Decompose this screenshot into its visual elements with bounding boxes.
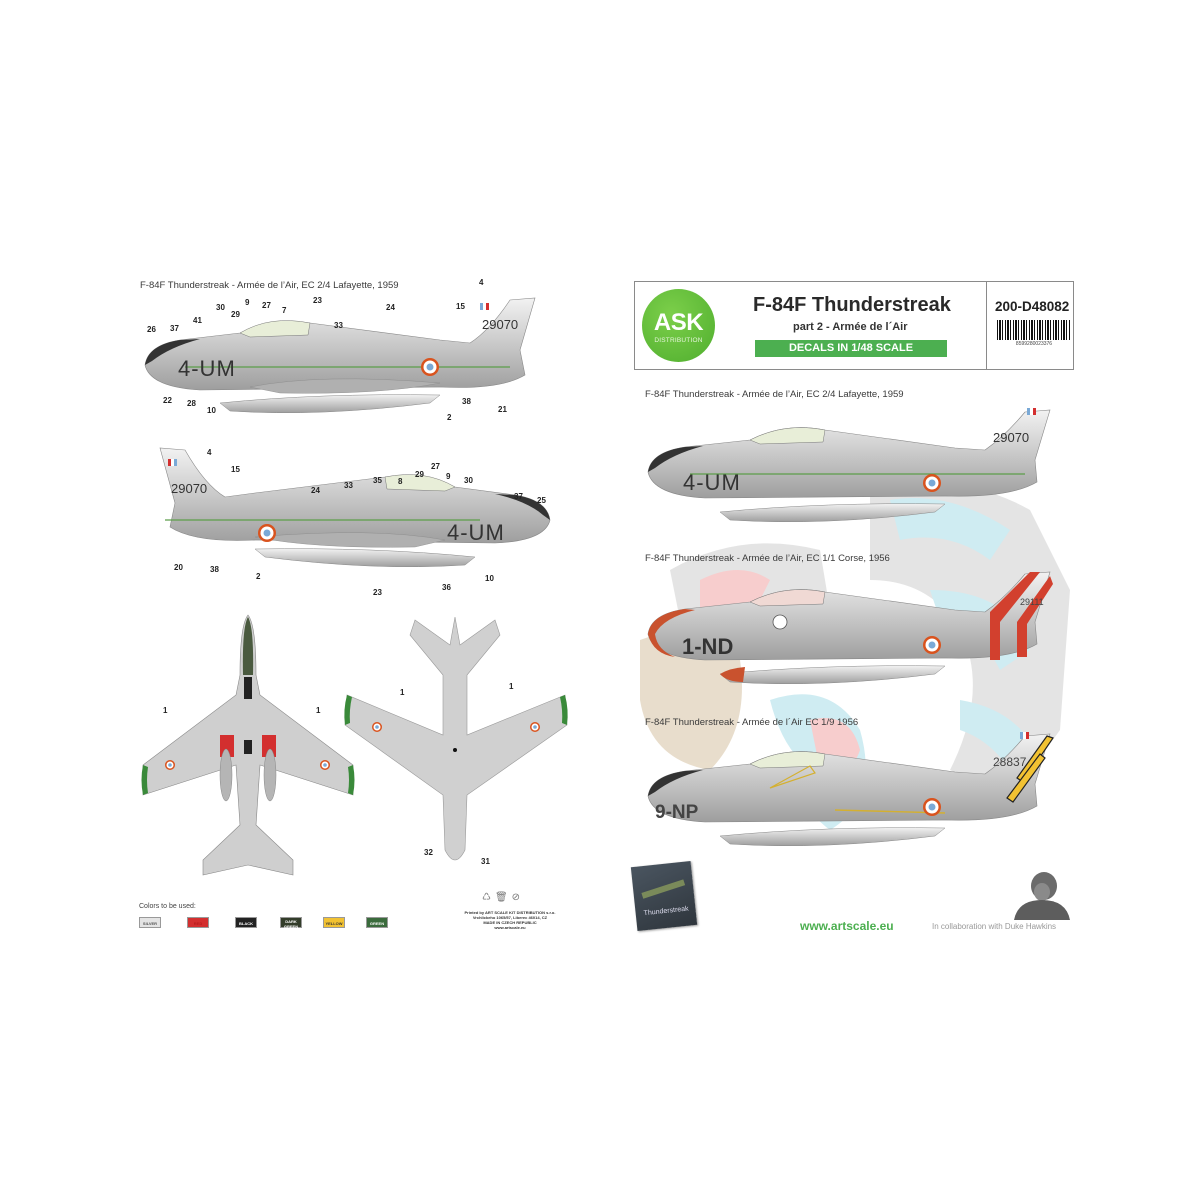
no-litter-icon: ⊘: [511, 892, 525, 903]
callout-37: 37: [514, 492, 523, 501]
pilot-bust-icon: [1014, 872, 1070, 920]
profile-caption-right-2: F-84F Thunderstreak - Armée de l’Air, EC…: [645, 553, 890, 564]
callout-1: 1: [316, 706, 321, 715]
callout-9: 9: [245, 298, 250, 307]
duke-hawkins-book-cover: Thunderstreak: [630, 861, 698, 931]
swatch-yellow: YELLOW: [323, 917, 345, 928]
tail-serial-right-3: 28837: [993, 755, 1027, 769]
profile-caption-right-1: F-84F Thunderstreak - Armée de l’Air, EC…: [645, 389, 904, 400]
callout-1: 1: [509, 682, 514, 691]
recycle-icon: ♺: [482, 892, 495, 903]
printer-note: Printed by ART SCALE KIT DISTRIBUTION s.…: [464, 910, 556, 930]
product-code: 200-D48082: [995, 299, 1070, 314]
tail-serial-right-1: 29070: [993, 430, 1030, 445]
tail-serial-right-2: 29111: [1020, 597, 1044, 607]
aircraft-profile-lafayette: [647, 408, 1051, 523]
product-subtitle: part 2 - Armée de l´Air: [793, 321, 908, 333]
swatch-black: BLACK: [235, 917, 257, 928]
fuselage-code-right-3: 9-NP: [655, 802, 699, 823]
callout-21: 21: [498, 405, 507, 414]
tail-serial-left-2: 29070: [171, 481, 208, 496]
callout-4: 4: [207, 448, 212, 457]
artscale-website-link[interactable]: www.artscale.eu: [800, 919, 894, 933]
fuselage-code-right-1: 4-UM: [683, 470, 741, 495]
fuselage-code-right-2: 1-ND: [682, 634, 734, 659]
callout-7: 7: [282, 306, 287, 315]
aircraft-profile-corse: [647, 571, 1053, 685]
profile-caption-right-3: F-84F Thunderstreak - Armée de l´Air EC …: [645, 717, 859, 728]
book-title: Thunderstreak: [643, 905, 689, 918]
callout-1: 1: [400, 688, 405, 697]
callout-9: 9: [446, 472, 451, 481]
callout-33: 33: [344, 481, 353, 490]
callout-10: 10: [207, 406, 216, 415]
callout-36: 36: [442, 583, 451, 592]
aircraft-profile-left-view: [144, 297, 536, 414]
callout-41: 41: [193, 316, 202, 325]
callout-22: 22: [163, 396, 172, 405]
scale-badge: DECALS IN 1/48 SCALE: [755, 340, 947, 357]
callout-32: 32: [424, 848, 433, 857]
aircraft-profile-right-view: [159, 447, 551, 568]
aircraft-bottom-view: [344, 616, 568, 861]
fuselage-code-left-1: 4-UM: [178, 356, 236, 381]
header-divider: [986, 282, 987, 369]
callout-37: 37: [170, 324, 179, 333]
callout-2: 2: [447, 413, 452, 422]
barcode-number: 8599280023376: [1015, 341, 1053, 347]
ask-distribution-logo: ASK DISTRIBUTION: [642, 289, 715, 362]
callout-8: 8: [398, 477, 403, 486]
callout-23: 23: [313, 296, 322, 305]
swatch-green: GREEN: [366, 917, 388, 928]
callout-27: 27: [431, 462, 440, 471]
callout-33: 33: [334, 321, 343, 330]
callout-29: 29: [415, 470, 424, 479]
callout-1: 1: [163, 706, 168, 715]
callout-15: 15: [231, 465, 240, 474]
callout-26: 26: [147, 325, 156, 334]
fuselage-code-left-2: 4-UM: [447, 520, 505, 545]
callout-35: 35: [373, 476, 382, 485]
product-header-box: ASK DISTRIBUTION F-84F Thunderstreak par…: [634, 281, 1074, 370]
swatch-red: RED: [187, 917, 209, 928]
tail-serial-left-1: 29070: [482, 317, 519, 332]
callout-31: 31: [481, 857, 490, 866]
swatch-dark-green: DARK GREEN: [280, 917, 302, 929]
callout-20: 20: [174, 563, 183, 572]
callout-29: 29: [231, 310, 240, 319]
callout-15: 15: [456, 302, 465, 311]
product-title: F-84F Thunderstreak: [753, 294, 951, 316]
callout-38: 38: [210, 565, 219, 574]
colors-label: Colors to be used:: [139, 903, 196, 910]
callout-27: 27: [262, 301, 271, 310]
callout-30: 30: [216, 303, 225, 312]
callout-30: 30: [464, 476, 473, 485]
aircraft-top-view: [141, 614, 355, 876]
callout-4: 4: [479, 278, 484, 287]
book-aircraft-image: [641, 879, 686, 899]
aircraft-profile-ec-1-9: [647, 732, 1054, 847]
barcode-icon: [997, 320, 1071, 340]
callout-2: 2: [256, 572, 261, 581]
callout-10: 10: [485, 574, 494, 583]
callout-28: 28: [187, 399, 196, 408]
callout-24: 24: [311, 486, 320, 495]
callout-23: 23: [373, 588, 382, 597]
profile-caption-left-1: F-84F Thunderstreak - Armée de l’Air, EC…: [140, 280, 399, 291]
callout-25: 25: [537, 496, 546, 505]
swatch-silver: SILVER: [139, 917, 161, 928]
trash-bin-icon: 🗑: [494, 892, 512, 903]
callout-24: 24: [386, 303, 395, 312]
collaboration-note: In collaboration with Duke Hawkins: [932, 922, 1057, 931]
callout-38: 38: [462, 397, 471, 406]
